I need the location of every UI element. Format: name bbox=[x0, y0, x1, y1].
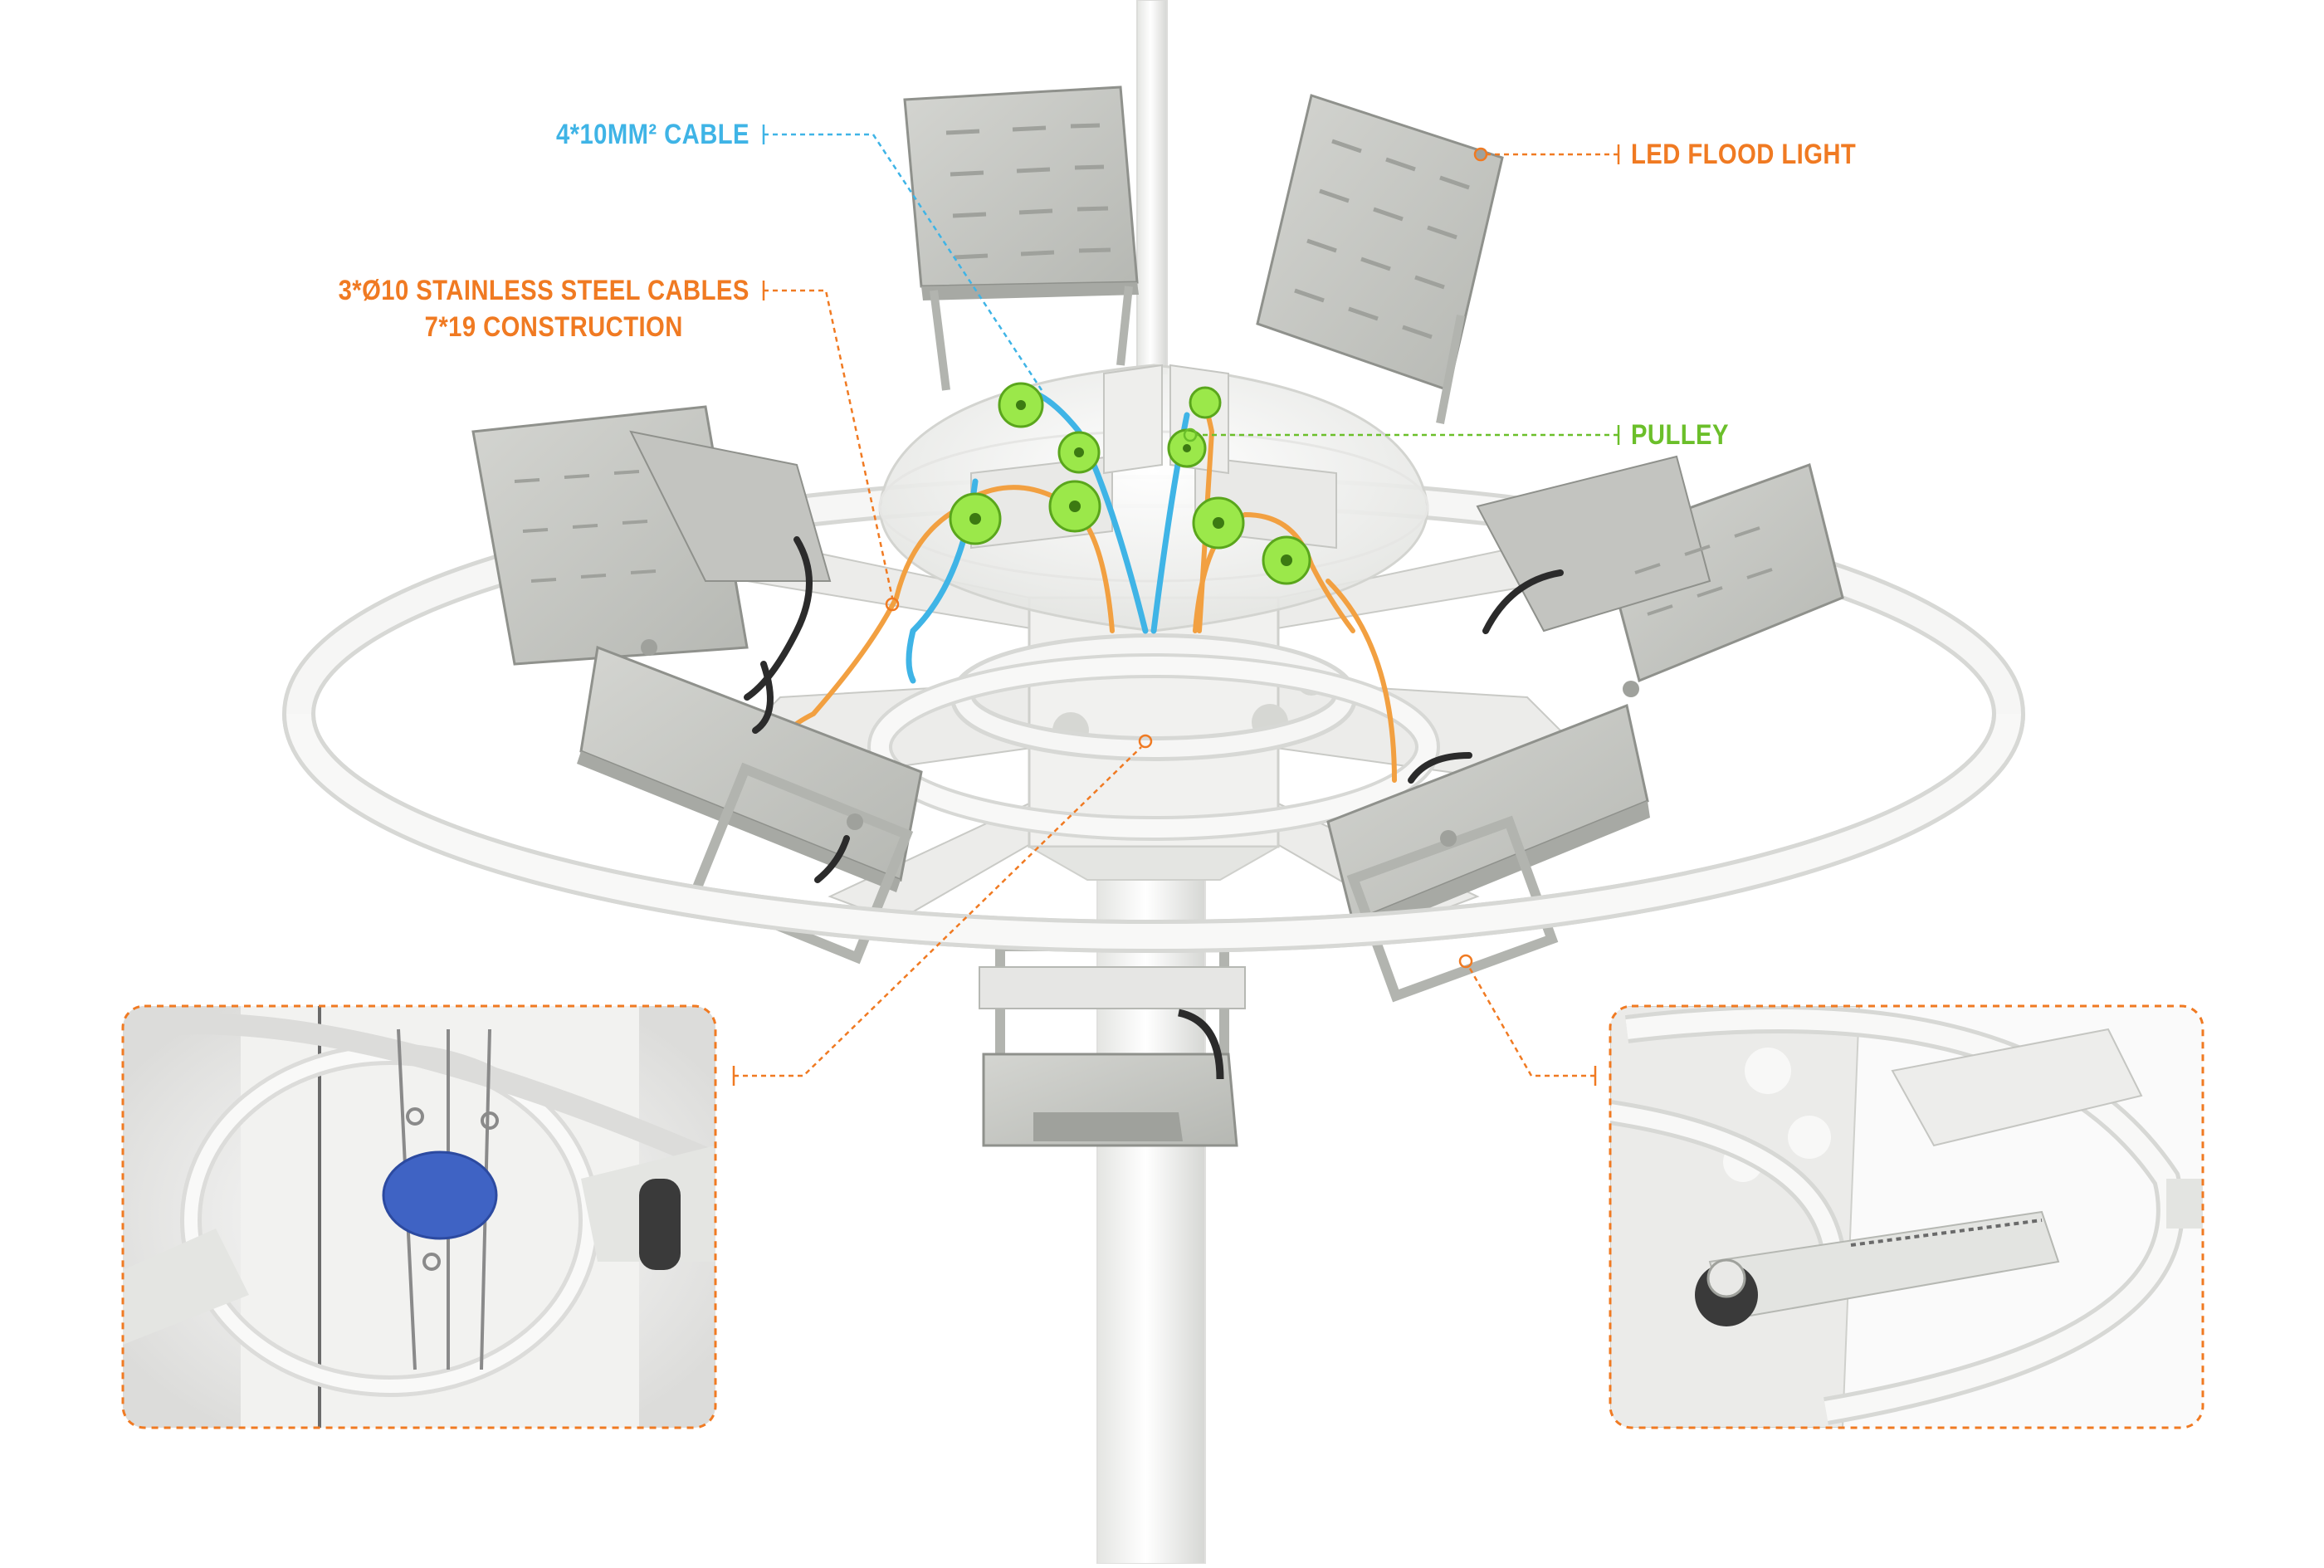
pole bbox=[1096, 0, 1206, 1565]
cable-label: 4*10MM² CABLE bbox=[555, 119, 749, 150]
led-flood-light-icon bbox=[471, 405, 832, 666]
steel-cables-label-line2: 7*19 CONSTRUCTION bbox=[424, 311, 683, 343]
led-flood-lights bbox=[471, 85, 1844, 1147]
led-flood-light-icon bbox=[1476, 455, 1844, 697]
detail-inset-frame bbox=[1609, 1004, 2204, 1429]
leader-lines bbox=[732, 125, 1620, 1086]
led-flood-light-icon bbox=[979, 941, 1246, 1147]
flood-light-label: LED FLOOD LIGHT bbox=[1631, 139, 1857, 170]
left-inset-leader-line bbox=[734, 746, 1142, 1077]
right-inset-leader-line bbox=[1467, 966, 1595, 1077]
right-detail-inset bbox=[1609, 1004, 2204, 1429]
central-cage bbox=[867, 596, 1440, 881]
led-flood-light-icon bbox=[1256, 94, 1504, 424]
pulley-wheel-icon bbox=[949, 492, 1002, 545]
pulley-wheel-icon bbox=[1189, 386, 1222, 419]
pulley-wheel-icon bbox=[1167, 428, 1207, 468]
pulley-wheels bbox=[949, 382, 1311, 585]
led-flood-light-icon bbox=[903, 85, 1139, 391]
pulley-wheel-icon bbox=[1192, 496, 1245, 550]
pulley-wheel-icon bbox=[998, 382, 1044, 428]
outer-ring-front bbox=[282, 713, 2025, 953]
cable-leader-line bbox=[764, 133, 1043, 391]
left-detail-inset bbox=[121, 1004, 717, 1429]
pulley-wheel-icon bbox=[1262, 535, 1311, 585]
pulley-wheel-icon bbox=[1048, 480, 1101, 533]
steel-cables-label-line1: 3*Ø10 STAINLESS STEEL CABLES bbox=[338, 275, 749, 306]
detail-inset-frame bbox=[121, 1004, 717, 1429]
led-flood-light-icon bbox=[1326, 703, 1650, 1003]
steel-cables-leader-line bbox=[764, 289, 894, 598]
pulley-wheel-icon bbox=[1057, 431, 1101, 474]
black-power-cables bbox=[744, 536, 1564, 883]
pulley-label: PULLEY bbox=[1631, 419, 1729, 451]
